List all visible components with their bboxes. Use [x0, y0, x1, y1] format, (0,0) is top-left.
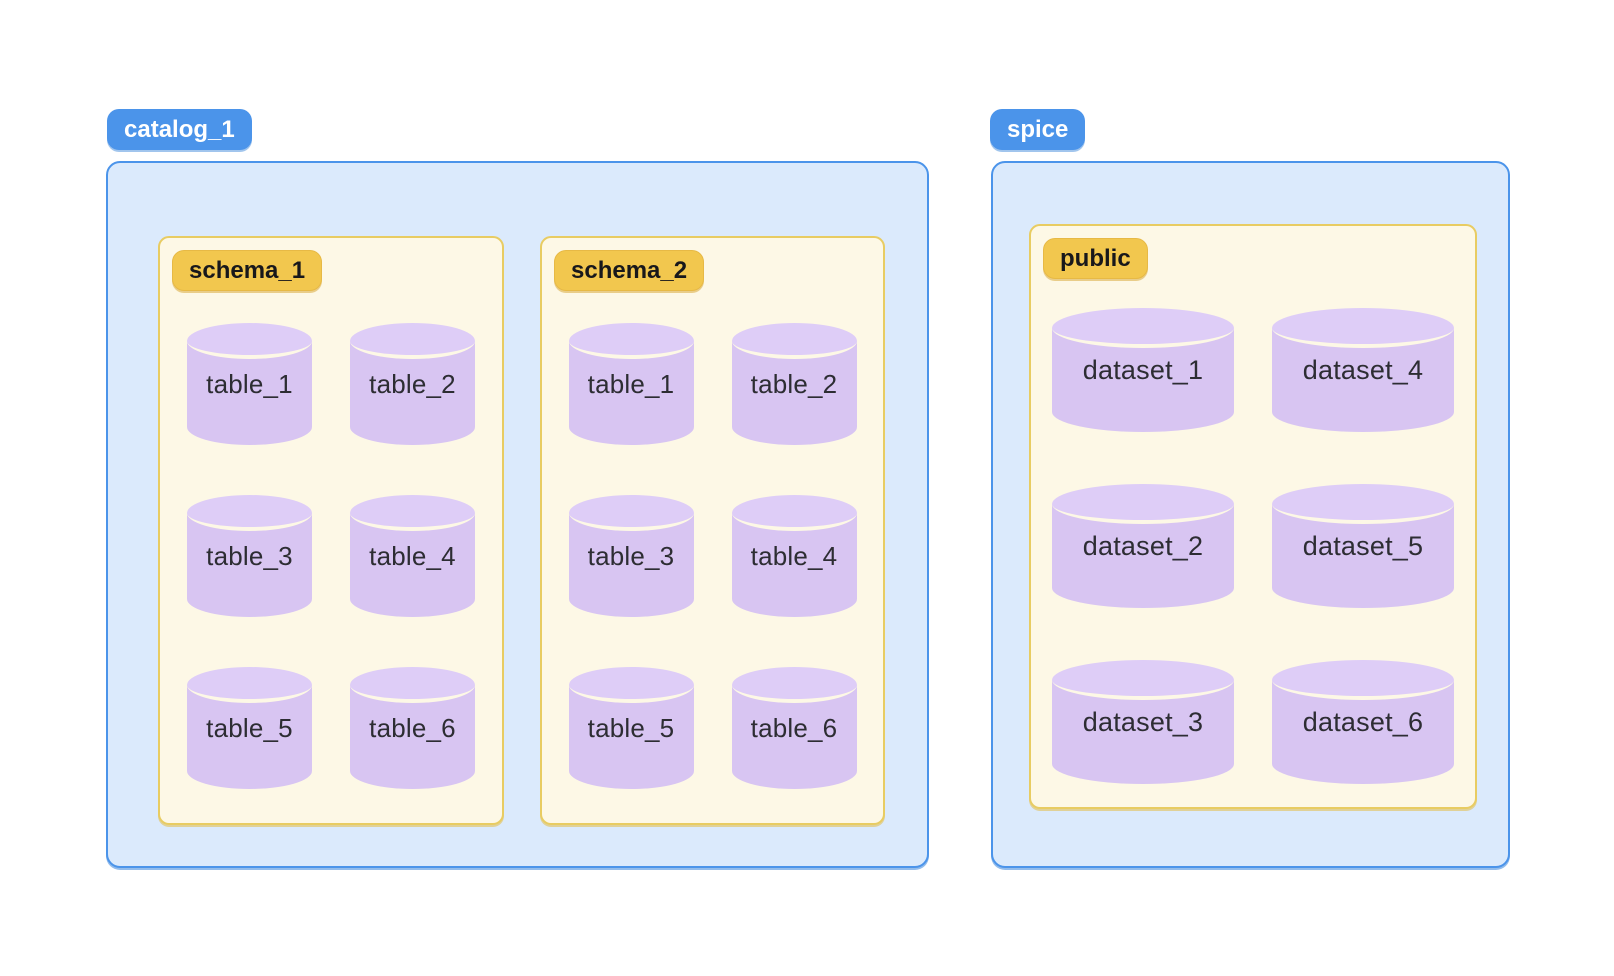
- cylinder-top: [731, 323, 857, 359]
- cylinder-top: [187, 323, 312, 359]
- dataset-label: dataset_3: [1082, 706, 1204, 737]
- catalog-1-container: schema_1 table_1 table_2: [106, 161, 929, 868]
- database-cylinder-icon: table_6: [350, 667, 475, 789]
- dataset-label: dataset_2: [1082, 530, 1204, 561]
- catalog-1-pill: catalog_1: [107, 109, 252, 150]
- database-cylinder-icon: table_3: [187, 495, 312, 617]
- spice-pill: spice: [990, 109, 1086, 150]
- schema-1-label: schema_1: [189, 256, 306, 284]
- table-label: table_6: [369, 712, 456, 743]
- schema-2-table-grid: table_1 table_2 table_3: [554, 323, 871, 789]
- table-label: table_4: [750, 540, 838, 571]
- database-cylinder-icon: dataset_5: [1272, 484, 1454, 608]
- public-dataset-grid: dataset_1 dataset_2 dataset_3: [1043, 308, 1463, 784]
- schema-1-table-grid: table_1 table_2 table_3: [172, 323, 490, 789]
- catalog-1-label: catalog_1: [124, 115, 235, 143]
- table-label: table_1: [206, 368, 293, 399]
- dataset-label: dataset_4: [1302, 354, 1424, 385]
- cylinder-top: [1272, 484, 1454, 524]
- cylinder-top: [568, 667, 694, 703]
- public-pill: public: [1043, 238, 1148, 279]
- database-cylinder-icon: dataset_6: [1272, 660, 1454, 784]
- cylinder-top: [350, 667, 475, 703]
- database-cylinder-icon: dataset_2: [1052, 484, 1234, 608]
- database-cylinder-icon: table_5: [187, 667, 312, 789]
- schema-2-label: schema_2: [571, 256, 688, 284]
- table-label: table_2: [750, 368, 838, 399]
- database-cylinder-icon: table_4: [731, 495, 857, 617]
- cylinder-top: [187, 495, 312, 531]
- cylinder-top: [1052, 308, 1234, 348]
- cylinder-top: [1052, 484, 1234, 524]
- database-cylinder-icon: table_4: [350, 495, 475, 617]
- cylinder-top: [1272, 660, 1454, 700]
- dataset-label: dataset_5: [1302, 530, 1424, 561]
- database-cylinder-icon: table_1: [187, 323, 312, 445]
- database-cylinder-icon: dataset_4: [1272, 308, 1454, 432]
- table-label: table_2: [369, 368, 456, 399]
- cylinder-top: [1272, 308, 1454, 348]
- table-label: table_3: [206, 540, 293, 571]
- cylinder-top: [187, 667, 312, 703]
- database-cylinder-icon: dataset_3: [1052, 660, 1234, 784]
- cylinder-body: table_3: [187, 513, 312, 599]
- spice-container: public dataset_1 dataset_2: [991, 161, 1510, 868]
- dataset-label: dataset_1: [1082, 354, 1204, 385]
- cylinder-top: [1052, 660, 1234, 700]
- schema-1-container: schema_1 table_1 table_2: [158, 236, 504, 825]
- database-cylinder-icon: table_2: [350, 323, 475, 445]
- dataset-label: dataset_6: [1302, 706, 1424, 737]
- spice-label: spice: [1007, 115, 1069, 143]
- database-cylinder-icon: table_3: [568, 495, 694, 617]
- schema-2-pill: schema_2: [554, 250, 705, 291]
- cylinder-body: table_4: [731, 513, 857, 599]
- database-cylinder-icon: dataset_1: [1052, 308, 1234, 432]
- cylinder-top: [568, 495, 694, 531]
- database-cylinder-icon: table_6: [731, 667, 857, 789]
- cylinder-top: [731, 495, 857, 531]
- schema-2-container: schema_2 table_1 table_2: [540, 236, 885, 825]
- cylinder-top: [568, 323, 694, 359]
- table-label: table_6: [750, 712, 838, 743]
- cylinder-body: table_5: [568, 685, 694, 771]
- public-label: public: [1060, 244, 1131, 272]
- table-label: table_5: [587, 712, 675, 743]
- table-label: table_5: [206, 712, 293, 743]
- cylinder-top: [350, 495, 475, 531]
- database-cylinder-icon: table_2: [731, 323, 857, 445]
- table-label: table_4: [369, 540, 456, 571]
- table-label: table_3: [587, 540, 675, 571]
- cylinder-top: [731, 667, 857, 703]
- database-cylinder-icon: table_1: [568, 323, 694, 445]
- schema-1-pill: schema_1: [172, 250, 323, 291]
- cylinder-top: [350, 323, 475, 359]
- database-cylinder-icon: table_5: [568, 667, 694, 789]
- table-label: table_1: [587, 368, 675, 399]
- public-schema-container: public dataset_1 dataset_2: [1029, 224, 1477, 809]
